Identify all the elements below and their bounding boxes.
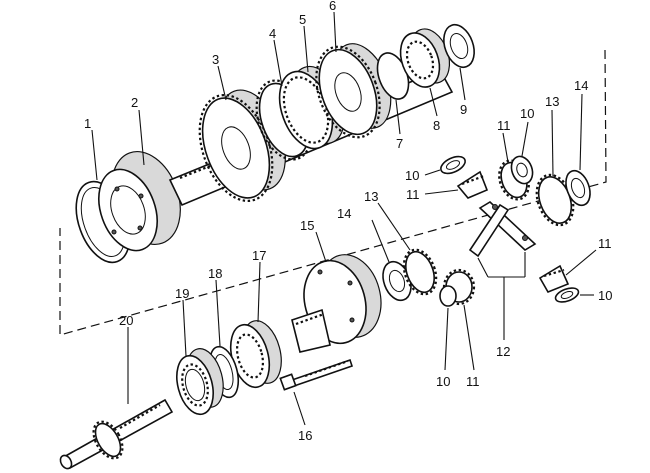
- callout-11-lower-right: 11: [598, 236, 612, 251]
- callout-1: 1: [84, 116, 91, 131]
- leader-lines: [91, 11, 597, 426]
- callout-8: 8: [433, 118, 440, 133]
- callout-13-upper: 13: [545, 94, 559, 109]
- callout-2: 2: [131, 95, 138, 110]
- callout-12: 12: [496, 344, 510, 359]
- part-17-bearing: [229, 320, 282, 389]
- callout-14-lower: 14: [337, 206, 351, 221]
- callout-18: 18: [208, 266, 222, 281]
- upper-washer-10: [440, 155, 466, 175]
- part-19-splined-hub: [176, 348, 224, 416]
- callout-11-lower-left: 11: [466, 374, 480, 389]
- lower-right-pinion-11: [538, 264, 570, 294]
- part-13-side-gear-lower: [402, 248, 438, 296]
- callout-19: 19: [175, 286, 189, 301]
- part-9-washer: [443, 23, 475, 69]
- part-2-housing: [98, 150, 181, 252]
- callout-15: 15: [300, 218, 314, 233]
- callout-4: 4: [269, 26, 276, 41]
- callout-10-upper-left: 10: [405, 168, 419, 183]
- callout-10-lower-left: 10: [436, 374, 450, 389]
- callout-10-lower-right: 10: [598, 288, 612, 303]
- callout-6: 6: [329, 0, 336, 13]
- callout-13-lower: 13: [364, 189, 378, 204]
- upper-washer-10b: [510, 155, 534, 185]
- part-16-bolt: [279, 358, 354, 391]
- callout-5: 5: [299, 12, 306, 27]
- upper-thrust-washer-14: [565, 169, 591, 207]
- lower-washer-10: [439, 285, 457, 307]
- callout-10-upper-mid: 10: [520, 106, 534, 121]
- callout-11-upper-left: 11: [406, 187, 420, 202]
- callout-14-upper: 14: [574, 78, 588, 93]
- callout-20: 20: [119, 313, 133, 328]
- part-20-output-shaft: [59, 398, 174, 470]
- lower-right-washer-10: [554, 287, 580, 303]
- part-12-pinion-shafts: [468, 201, 537, 258]
- upper-pinion-11: [456, 170, 489, 199]
- callout-7: 7: [396, 136, 403, 151]
- part-8-bearing: [399, 28, 451, 88]
- callout-16: 16: [298, 428, 312, 443]
- callout-labels: 1 2 3 4 5 6 7 8 9 10 11 13 14 10 11 13 1…: [84, 0, 612, 443]
- callout-9: 9: [460, 102, 467, 117]
- part-15-differential-case: [291, 254, 382, 353]
- callout-3: 3: [212, 52, 219, 67]
- callout-17: 17: [252, 248, 266, 263]
- part-6-gear: [315, 43, 392, 139]
- callout-11-upper-mid: 11: [497, 118, 511, 133]
